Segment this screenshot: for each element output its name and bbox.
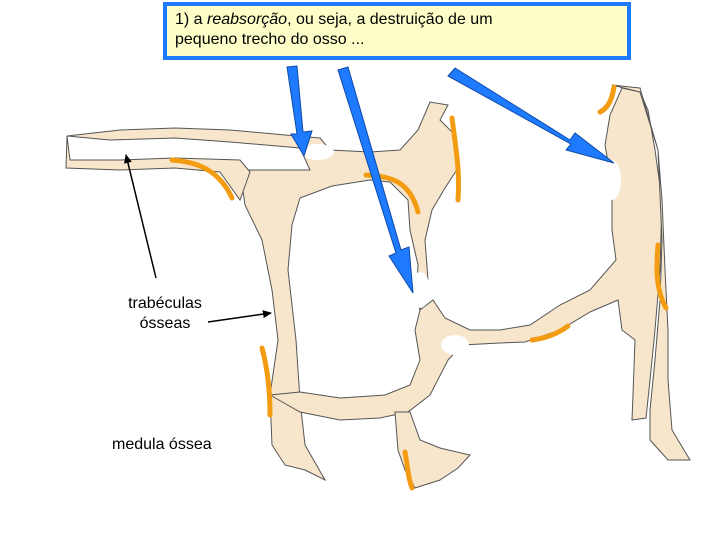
caption-prefix: 1) a xyxy=(175,11,208,28)
seam-7 xyxy=(402,449,415,491)
arrow-to-right-pit xyxy=(447,67,615,164)
seam-5 xyxy=(654,242,669,311)
arrow-to-middle-pit xyxy=(337,66,414,294)
resorption-pit-right xyxy=(603,160,621,200)
arrow-to-top-pit xyxy=(286,65,313,158)
pointer-to-left-bar xyxy=(124,154,157,279)
resorption-arrows xyxy=(286,65,615,294)
label-pointers xyxy=(124,154,272,323)
trabecula-left-end xyxy=(65,135,251,202)
caption-line1-suffix: , ou seja, a destruição de um xyxy=(287,11,493,28)
seam-4 xyxy=(597,84,617,115)
resorption-pit-middle xyxy=(410,272,430,308)
pointer-to-trabecula xyxy=(207,310,272,323)
resorption-pit-top xyxy=(302,144,334,160)
caption-box: 1) a reabsorção, ou seja, a destruição d… xyxy=(163,2,631,60)
resorption-pit-lower xyxy=(441,335,469,355)
trabecula-bottom-stub xyxy=(394,411,471,489)
seam-3 xyxy=(449,115,462,203)
seam-6 xyxy=(259,345,273,418)
seam-8 xyxy=(529,323,571,343)
medula-label: medula óssea xyxy=(112,435,212,455)
seam-1 xyxy=(169,157,235,201)
caption-emphasis: reabsorção xyxy=(207,11,288,28)
trabecula-lower xyxy=(268,87,663,421)
bone-trabeculae xyxy=(65,84,691,489)
resorption-sites xyxy=(302,144,621,355)
trabecula-right xyxy=(611,84,691,461)
trabeculas-label: trabéculas ósseas xyxy=(120,294,210,334)
medula-label-text: medula óssea xyxy=(112,436,212,453)
trabecula-top-left xyxy=(66,101,459,482)
trabeculas-label-line1: trabéculas xyxy=(128,295,202,312)
trabeculas-label-line2: ósseas xyxy=(139,315,191,332)
caption-line2: pequeno trecho do osso ... xyxy=(175,31,365,48)
